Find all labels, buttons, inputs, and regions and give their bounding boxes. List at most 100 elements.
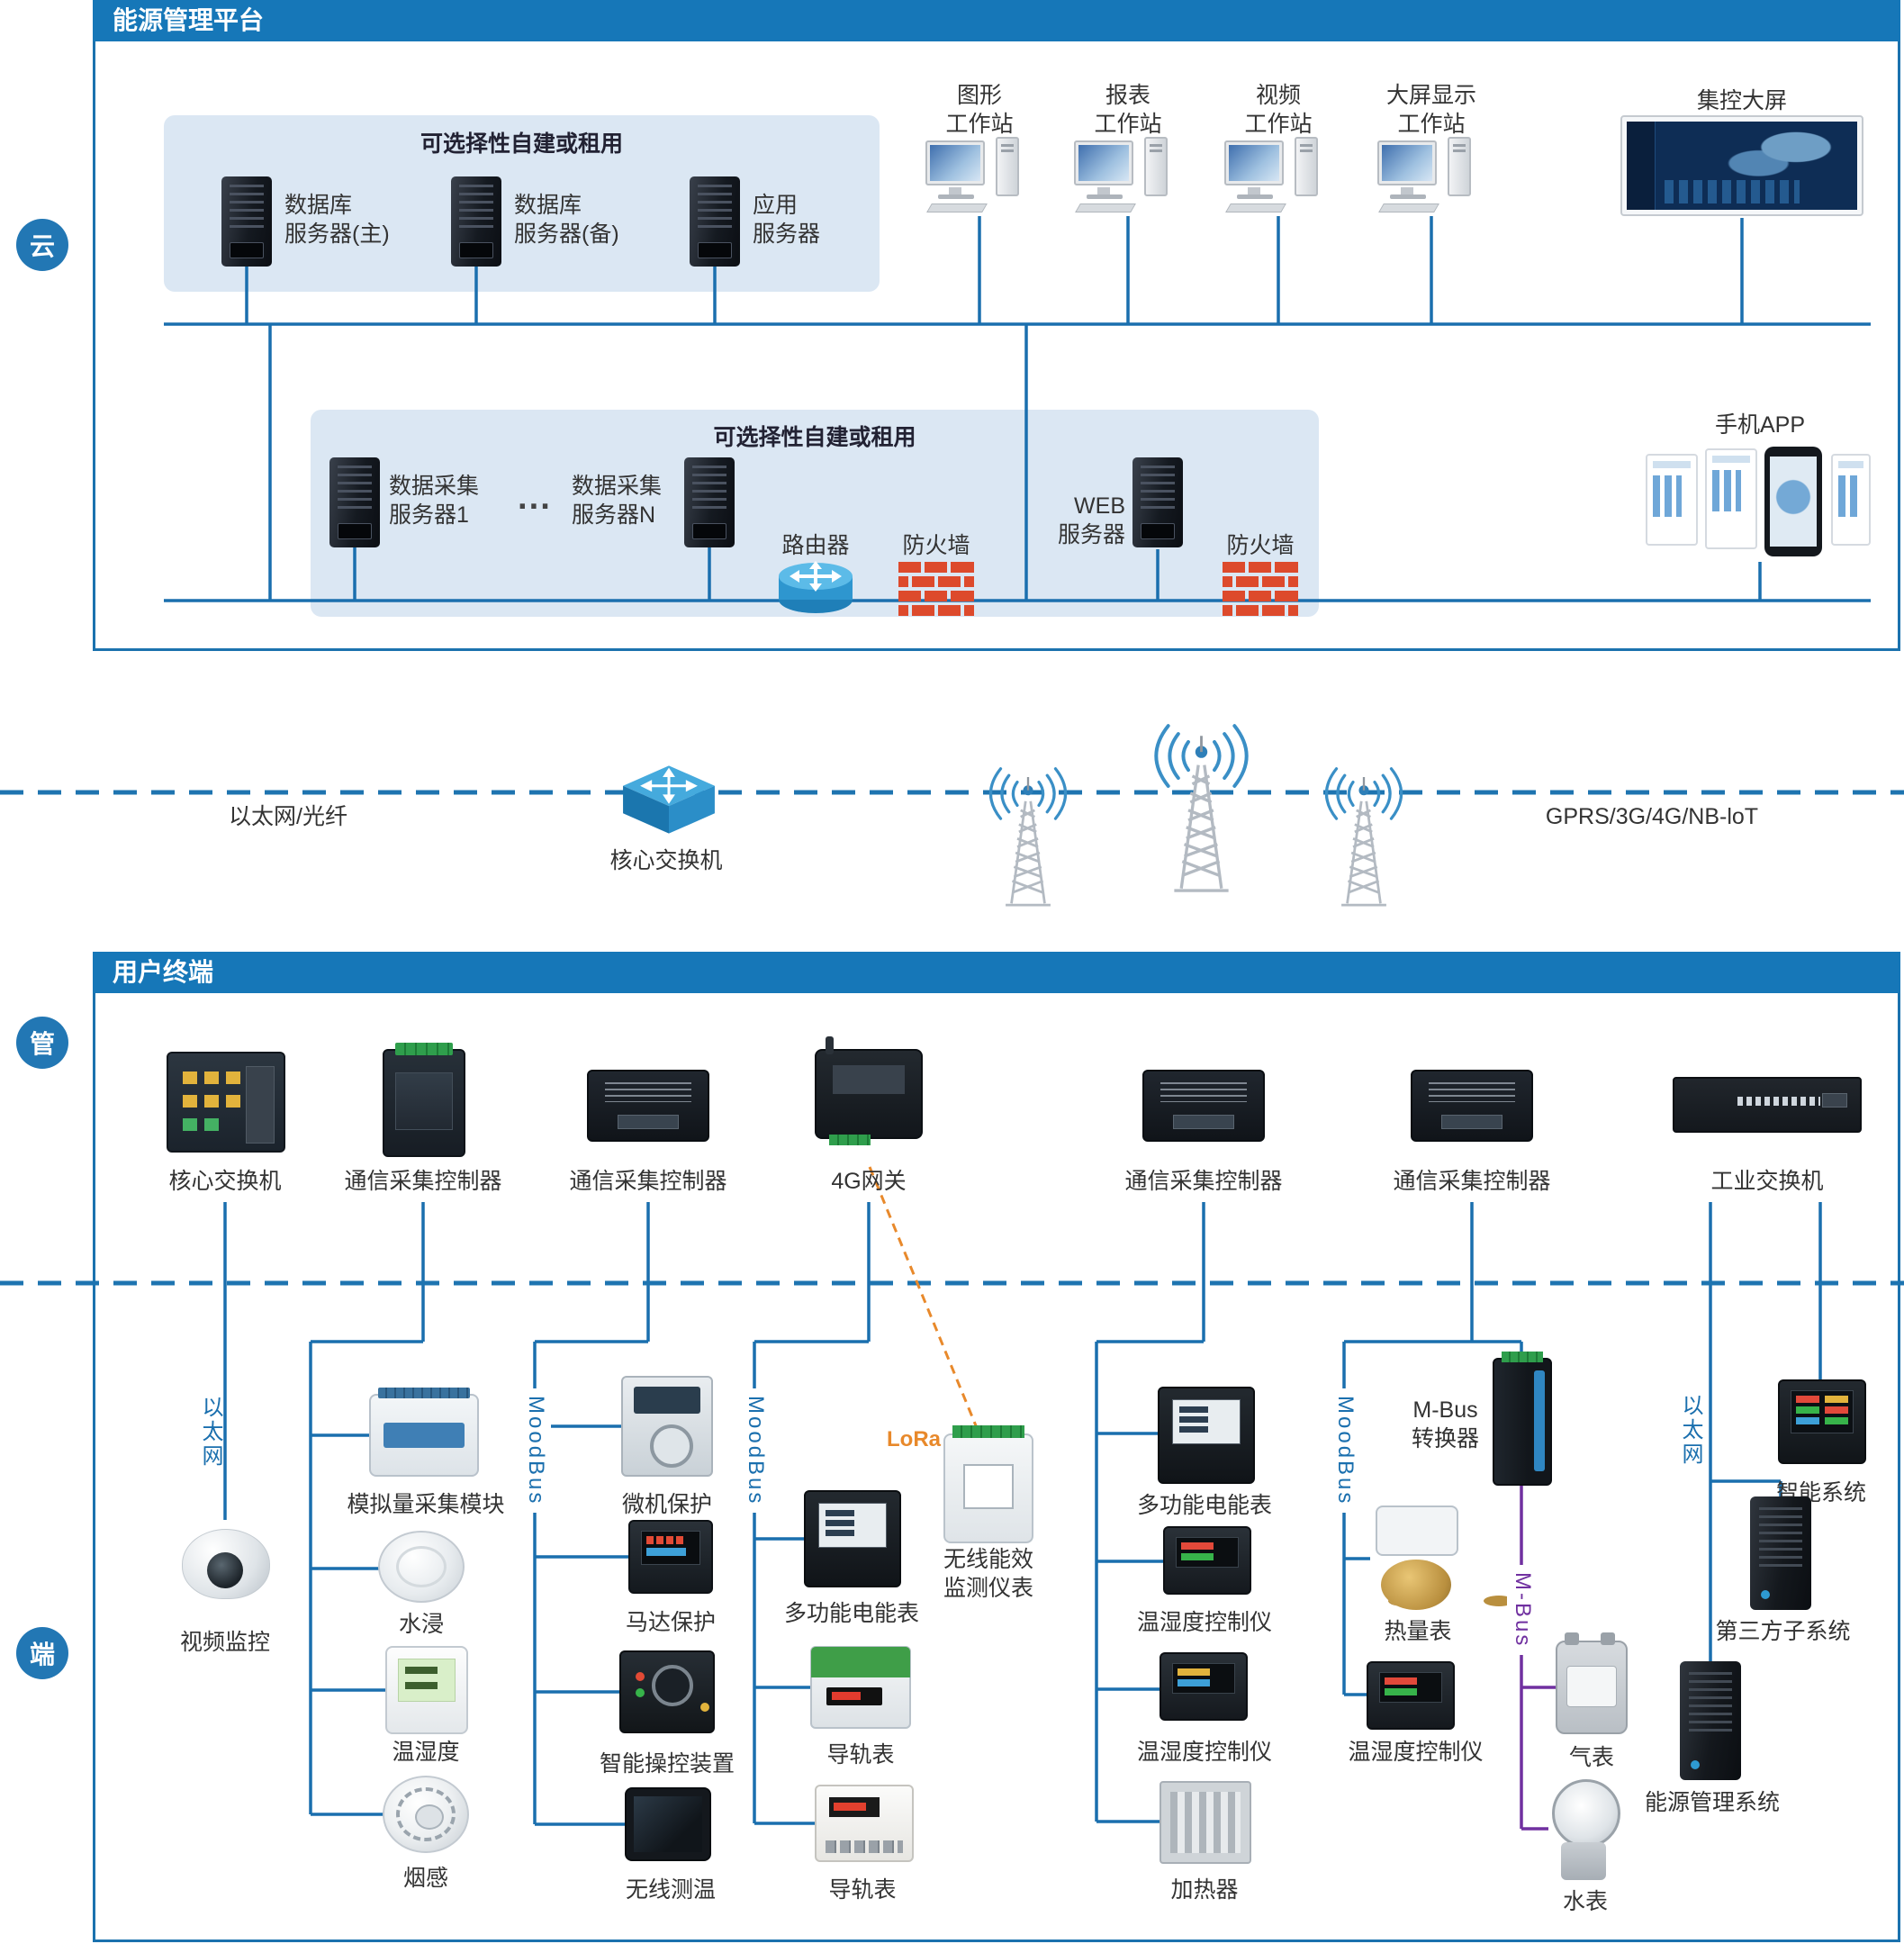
wireless-temp-icon (625, 1787, 711, 1861)
keyboard (1225, 203, 1286, 212)
mbus-converter-label: M-Bus 转换器 (1411, 1397, 1479, 1451)
solid-wires (164, 216, 1871, 1826)
app-screen (1705, 448, 1757, 549)
core-switch-icon (623, 765, 715, 834)
device-label: 温湿度控制仪 (1348, 1740, 1484, 1765)
din-rail-meter-icon (815, 1785, 914, 1862)
device-label: 第三方子系统 (1715, 1619, 1851, 1644)
wireless-energy-meter-icon (943, 1425, 1033, 1543)
device-label: 温湿度 (392, 1740, 460, 1765)
device-label: 模拟量采集模块 (347, 1492, 505, 1517)
temp-humidity-controller-icon (1163, 1526, 1251, 1595)
protection-relay-icon (621, 1376, 713, 1477)
collect-server-1-label: 数据采集 服务器1 (389, 474, 480, 528)
power-meter-icon (1158, 1387, 1255, 1484)
core-switch-device-icon (167, 1052, 285, 1153)
device-label: 气表 (1568, 1745, 1614, 1770)
workstation-icon (1377, 137, 1485, 216)
modbus-bus-label: MoodBus (1330, 1388, 1360, 1514)
analog-module-icon (369, 1388, 479, 1477)
gateway-label: 通信采集控制器 (1124, 1169, 1283, 1194)
ethernet-bus-label: 以太网 (198, 1396, 222, 1469)
bigdisplay-ws-label: 大屏显示 工作站 (1385, 83, 1476, 137)
temp-humidity-controller-icon (1367, 1661, 1455, 1730)
modbus-bus-label: MoodBus (740, 1388, 771, 1514)
map-graphic (1726, 127, 1843, 177)
monitor (925, 140, 985, 185)
pipe-badge: 管 (16, 1017, 68, 1069)
report-ws-label: 报表 工作站 (1094, 83, 1162, 137)
heat-meter-icon (1368, 1505, 1464, 1612)
device-label: 多功能电能表 (1136, 1493, 1272, 1518)
optional-panel-2-title: 可选择性自建或租用 (713, 425, 916, 450)
dome-camera-icon (182, 1520, 270, 1606)
web-server-label: WEB 服务器 (1057, 493, 1125, 547)
wireless-network-label: GPRS/3G/4G/NB-loT (1545, 804, 1759, 829)
third-party-system-icon (1750, 1496, 1811, 1610)
device-label: 能源管理系统 (1644, 1790, 1780, 1815)
pc-tower (1295, 137, 1318, 196)
comm-controller-icon (383, 1043, 465, 1157)
device-label: 无线能效 监测仪表 (943, 1547, 1033, 1601)
terminal-frame-title: 用户终端 (93, 952, 1900, 993)
device-label: 温湿度控制仪 (1136, 1610, 1272, 1635)
workstation-icon (1074, 137, 1182, 216)
gateway-label: 通信采集控制器 (344, 1169, 502, 1194)
device-label: 水浸 (398, 1612, 444, 1637)
comm-controller-icon (1142, 1070, 1265, 1142)
temp-humidity-icon (385, 1646, 468, 1734)
mbus-converter-icon (1493, 1352, 1552, 1486)
graphic-ws-label: 图形 工作站 (945, 83, 1014, 137)
workstation-icon (1224, 137, 1332, 216)
firewall-icon (1223, 562, 1298, 616)
mobile-app-icon (1646, 443, 1871, 562)
heater-icon (1160, 1781, 1251, 1864)
app-server-label: 应用 服务器 (753, 193, 821, 247)
monitor (1074, 140, 1133, 185)
optional-panel-1 (164, 115, 880, 292)
firewall-1-label: 防火墙 (902, 533, 970, 558)
water-sensor-icon (378, 1531, 465, 1603)
lora-label: LoRa (887, 1427, 941, 1451)
db-server-main-label: 数据库 服务器(主) (284, 193, 390, 247)
app-screen (1831, 454, 1871, 546)
cell-tower-icon (988, 767, 1068, 907)
gateway-label: 4G网关 (831, 1169, 907, 1194)
lora-wire (868, 1166, 983, 1440)
firewall-2-label: 防火墙 (1226, 533, 1295, 558)
gateway-label: 通信采集控制器 (569, 1169, 727, 1194)
video-ws-label: 视频 工作站 (1244, 83, 1313, 137)
core-switch-label: 核心交换机 (609, 848, 723, 873)
gateway-label: 核心交换机 (168, 1169, 282, 1194)
monitor (1377, 140, 1437, 185)
motor-protector-icon (628, 1520, 713, 1594)
db-server-backup-icon (451, 176, 501, 267)
device-label: 无线测温 (625, 1877, 716, 1903)
gateway-label: 通信采集控制器 (1393, 1169, 1551, 1194)
gateway-label: 工业交换机 (1710, 1169, 1824, 1194)
device-label: 视频监控 (179, 1630, 270, 1655)
pc-tower (1144, 137, 1168, 196)
workstation-icon (925, 137, 1033, 216)
device-label: 热量表 (1384, 1619, 1452, 1644)
device-label: 加热器 (1170, 1877, 1239, 1903)
control-screen-label: 集控大屏 (1696, 88, 1787, 113)
cloud-badge: 云 (16, 219, 68, 271)
phone (1764, 447, 1822, 556)
db-server-backup-label: 数据库 服务器(备) (514, 193, 619, 247)
firewall-icon (898, 562, 974, 616)
router-label: 路由器 (781, 533, 850, 558)
db-server-main-icon (221, 176, 272, 267)
device-label: 智能操控装置 (599, 1751, 735, 1777)
keyboard (926, 203, 988, 212)
device-label: 导轨表 (828, 1877, 897, 1903)
wired-network-label: 以太网/光纤 (229, 804, 347, 829)
smart-system-icon (1778, 1379, 1866, 1464)
modbus-bus-label: MoodBus (520, 1388, 551, 1514)
comm-controller-icon (587, 1070, 709, 1142)
router-icon (779, 561, 853, 613)
edge-badge: 端 (16, 1627, 68, 1679)
app-screen (1646, 454, 1698, 546)
comm-controller-icon (1411, 1070, 1533, 1142)
